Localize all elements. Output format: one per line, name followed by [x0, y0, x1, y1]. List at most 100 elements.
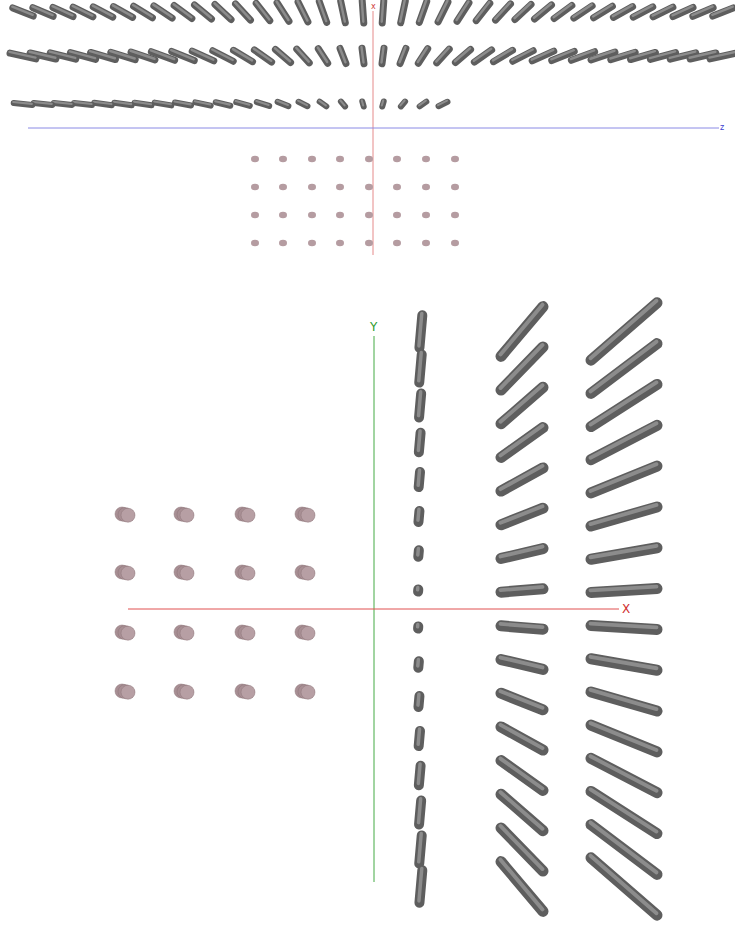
particle: [451, 240, 459, 246]
rod: [591, 382, 658, 426]
rod: [400, 100, 405, 106]
rod: [362, 47, 364, 64]
rod-highlight: [195, 101, 210, 104]
rod: [382, 47, 384, 64]
axis-label: z: [719, 124, 725, 132]
rod: [362, 0, 364, 23]
rod-highlight: [400, 0, 405, 21]
rod-body: [574, 6, 592, 18]
particle: [393, 212, 401, 218]
rod: [382, 100, 384, 106]
rod-highlight: [501, 587, 543, 590]
rod-highlight: [382, 100, 383, 105]
rod-body: [591, 425, 657, 459]
rod-highlight: [419, 868, 422, 901]
rod: [455, 48, 471, 62]
rod: [114, 102, 132, 106]
rod: [591, 587, 658, 593]
rod-highlight: [194, 4, 211, 18]
rod: [382, 0, 384, 23]
rod-highlight: [174, 101, 190, 104]
rod: [501, 691, 544, 710]
rod-highlight: [153, 5, 171, 17]
rod: [318, 47, 328, 63]
rod: [133, 5, 152, 18]
rod-highlight: [591, 546, 657, 557]
rod-highlight: [174, 4, 192, 17]
rod: [419, 313, 422, 347]
rod-highlight: [418, 764, 420, 784]
particle: [121, 685, 135, 699]
rod-highlight: [256, 101, 268, 105]
rod-highlight: [419, 799, 421, 823]
rod: [418, 548, 419, 556]
rod-highlight: [416, 625, 420, 627]
rod-body: [501, 468, 543, 491]
particle: [336, 212, 344, 218]
rod: [418, 764, 420, 785]
rod: [296, 48, 309, 63]
rod-highlight: [419, 834, 421, 862]
rod-highlight: [436, 48, 449, 62]
rod-body: [591, 384, 657, 426]
rod-highlight: [133, 5, 152, 16]
rod-highlight: [591, 505, 657, 524]
particle: [301, 626, 315, 640]
rod: [710, 52, 735, 59]
axis-label: x: [370, 3, 377, 11]
rod-highlight: [73, 6, 93, 16]
particle: [393, 240, 401, 246]
rod-highlight: [501, 385, 543, 421]
particle: [251, 184, 259, 190]
rod: [591, 624, 658, 630]
rod: [215, 101, 230, 105]
rod-highlight: [416, 548, 420, 555]
particle: [365, 212, 373, 218]
rod-highlight: [591, 342, 657, 392]
rod-highlight: [501, 466, 543, 489]
z-axis-line: [28, 128, 720, 129]
rod: [154, 102, 171, 106]
rod-highlight: [501, 725, 543, 748]
rod: [495, 3, 510, 20]
rod: [712, 7, 733, 16]
rod: [256, 101, 269, 106]
rod-highlight: [298, 1, 308, 21]
particle: [308, 240, 316, 246]
rod: [501, 385, 544, 423]
rod-highlight: [672, 6, 692, 15]
rod-highlight: [416, 509, 420, 520]
rod-highlight: [501, 658, 543, 668]
rod-highlight: [501, 345, 543, 388]
particle: [308, 156, 316, 162]
rod-highlight: [501, 759, 543, 789]
axes: [28, 4, 720, 882]
rod: [418, 729, 420, 746]
rod: [277, 101, 288, 106]
x-axis-line: [373, 4, 374, 255]
rod: [591, 756, 658, 792]
rod: [417, 625, 419, 629]
rod-highlight: [501, 547, 543, 557]
particle: [121, 626, 135, 640]
rod-body: [515, 4, 531, 19]
particle: [393, 184, 401, 190]
particle: [121, 508, 135, 522]
rod: [534, 4, 551, 19]
particle: [308, 212, 316, 218]
rod: [419, 834, 422, 864]
rod-highlight: [474, 49, 491, 61]
rod-highlight: [591, 464, 657, 491]
rod: [13, 102, 32, 105]
rod-highlight: [114, 102, 131, 104]
particle: [279, 240, 287, 246]
rod-highlight: [591, 624, 657, 628]
rod-highlight: [501, 792, 543, 828]
rod-highlight: [277, 1, 289, 20]
rod-highlight: [416, 588, 420, 590]
particle: [279, 184, 287, 190]
rod-highlight: [554, 4, 572, 17]
rod: [319, 0, 327, 22]
rod-highlight: [419, 101, 426, 106]
rod-highlight: [501, 506, 543, 523]
